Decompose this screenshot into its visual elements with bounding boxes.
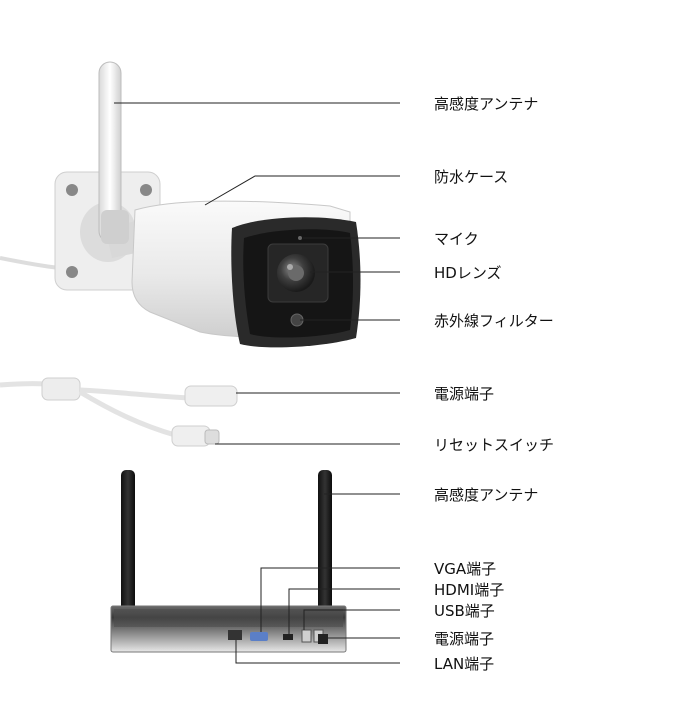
nvr-antenna-left: [121, 470, 135, 640]
label-camera-antenna: 高感度アンテナ: [434, 95, 539, 113]
camera-mic: [298, 236, 302, 240]
camera-power-connector: [184, 385, 238, 407]
camera-illustration: [0, 61, 361, 447]
label-nvr-vga: VGA端子: [434, 560, 497, 578]
nvr-lan-port: [228, 630, 242, 640]
nvr-usb-port: [301, 629, 312, 643]
label-camera-ir: 赤外線フィルター: [434, 312, 554, 330]
nvr-antenna-right: [318, 470, 332, 640]
label-camera-mic: マイク: [434, 230, 479, 248]
nvr-illustration: [110, 470, 347, 653]
nvr-vga-port: [250, 632, 268, 641]
label-camera-power: 電源端子: [434, 385, 495, 403]
camera-reset-switch: [171, 425, 211, 447]
nvr-hdmi-port: [283, 634, 293, 640]
label-camera-housing: 防水ケース: [434, 168, 509, 186]
label-nvr-power: 電源端子: [434, 630, 495, 648]
label-camera-lens: HDレンズ: [434, 264, 502, 282]
nvr-power-port: [318, 634, 328, 644]
label-nvr-hdmi: HDMI端子: [434, 581, 505, 599]
label-nvr-usb: USB端子: [434, 602, 495, 620]
leader-lines: [114, 102, 400, 664]
label-nvr-antenna: 高感度アンテナ: [434, 486, 539, 504]
label-camera-reset: リセットスイッチ: [434, 436, 555, 454]
label-nvr-lan: LAN端子: [434, 655, 495, 673]
